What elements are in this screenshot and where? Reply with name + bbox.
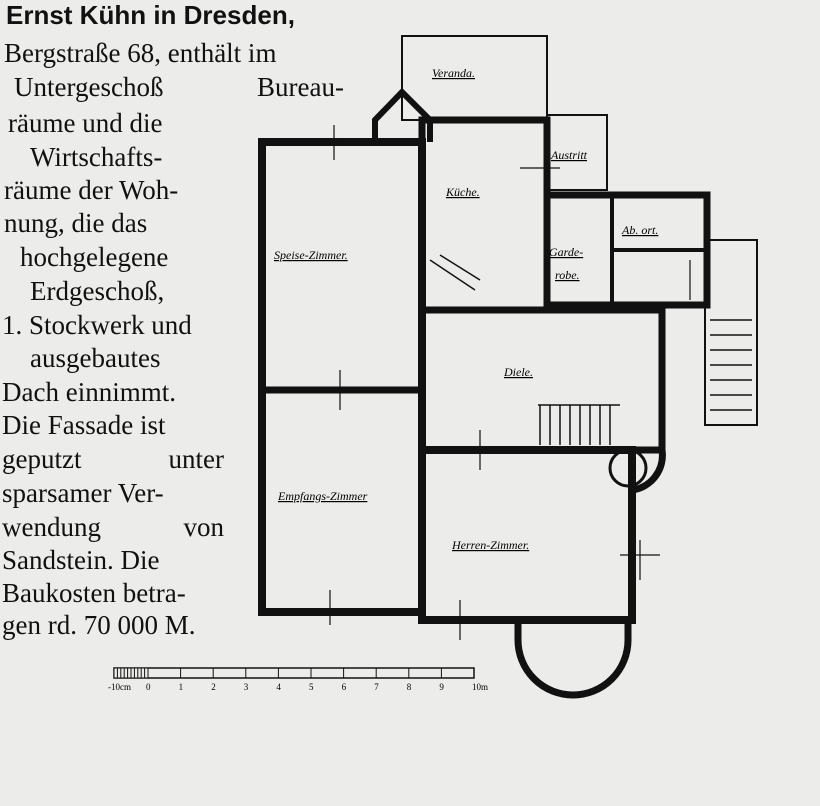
text-line-2-a: Untergeschoß <box>14 72 164 102</box>
scale-tick-label: 9 <box>439 682 444 692</box>
text-line-18: gen rd. 70 000 M. <box>2 610 196 640</box>
text-line-9: 1. Stockwerk und <box>2 310 192 340</box>
stair-lines <box>429 254 752 445</box>
text-line-14: sparsamer Ver- <box>2 478 164 508</box>
text-line-11: Dach einnimmt. <box>2 377 176 407</box>
scale-tick-label: 3 <box>244 682 249 692</box>
text-line-13-b: unter <box>168 444 224 474</box>
scale-tick-label: 1 <box>179 682 184 692</box>
room-label-veranda: Veranda. <box>432 66 475 80</box>
text-line-16: Sandstein. Die <box>2 545 160 575</box>
scale-bar: -10cm 0 1 2 3 4 5 6 7 8 9 10m <box>108 667 488 692</box>
text-line-10: ausgebautes <box>30 343 161 373</box>
scale-tick-label: 4 <box>276 682 281 692</box>
text-line-4: Wirtschafts- <box>30 142 163 172</box>
room-label-austritt: Austritt <box>550 148 588 162</box>
text-line-6: nung, die das <box>4 208 148 238</box>
text-line-5: räume der Woh- <box>4 175 179 205</box>
scale-tick-label: 0 <box>146 682 151 692</box>
text-line-15-a: wendung <box>2 512 101 542</box>
text-line-1: Bergstraße 68, enthält im <box>4 38 277 68</box>
room-label-speise-zimmer: Speise-Zimmer. <box>274 248 348 262</box>
text-line-12: Die Fassade ist <box>2 410 166 440</box>
scale-tick-label: 10m <box>472 682 488 692</box>
window-marks <box>320 125 691 640</box>
room-label-garderobe-1: Garde- <box>549 245 583 259</box>
scale-tick-label: 2 <box>211 682 216 692</box>
text-line-17: Baukosten betra- <box>2 578 186 608</box>
room-label-herren-zimmer: Herren-Zimmer. <box>451 538 529 552</box>
text-line-8: Erdgeschoß, <box>30 276 165 306</box>
text-line-13-a: geputzt <box>2 444 82 474</box>
room-label-abort: Ab. ort. <box>621 223 658 237</box>
scale-tick-label: 7 <box>374 682 379 692</box>
room-label-kueche: Küche. <box>445 185 480 199</box>
text-line-15: wendung von <box>2 512 224 542</box>
scale-tick-label: -10cm <box>108 682 131 692</box>
text-line-2: Untergeschoß Bureau- <box>14 72 344 102</box>
scale-tick-label: 5 <box>309 682 314 692</box>
text-line-15-b: von <box>183 512 225 542</box>
scale-tick-label: 8 <box>407 682 412 692</box>
room-label-diele: Diele. <box>503 365 533 379</box>
article-heading: Ernst Kühn in Dresden, <box>6 0 295 30</box>
scale-tick-label: 6 <box>342 682 347 692</box>
text-line-7: hochgelegene <box>20 242 169 272</box>
text-line-2-b: Bureau- <box>257 72 344 102</box>
text-line-3: räume und die <box>8 108 163 138</box>
room-label-garderobe-2: robe. <box>555 268 580 282</box>
text-line-13: geputzt unter <box>2 444 224 474</box>
room-label-empfangs-zimmer: Empfangs-Zimmer <box>277 489 368 503</box>
